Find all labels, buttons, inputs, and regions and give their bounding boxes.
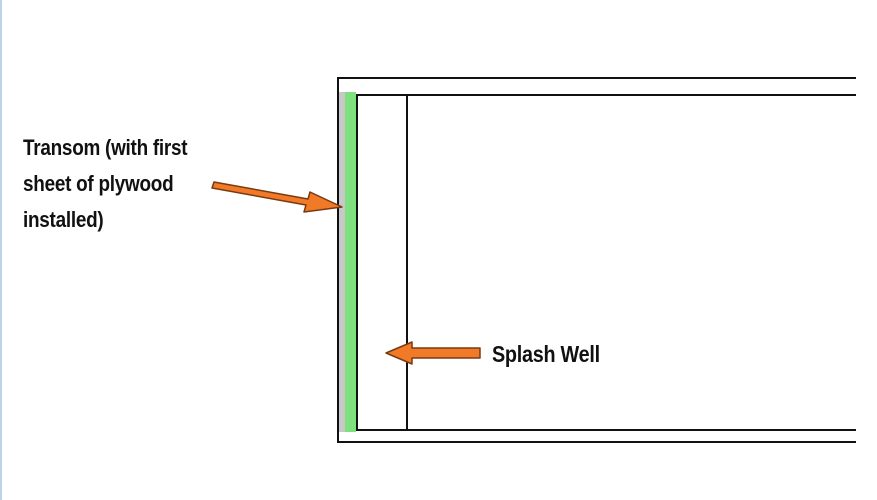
transom-label: Transom (with first sheet of plywood ins… <box>23 135 188 232</box>
splash-well-box <box>356 94 408 431</box>
hull-outline <box>337 77 856 443</box>
inner-outline <box>356 94 856 431</box>
plywood-sheet <box>345 92 356 432</box>
splash-well-arrow <box>385 341 481 365</box>
transom-arrow <box>211 181 343 213</box>
splash-well-label: Splash Well <box>492 341 600 367</box>
transom-strip <box>339 92 345 432</box>
